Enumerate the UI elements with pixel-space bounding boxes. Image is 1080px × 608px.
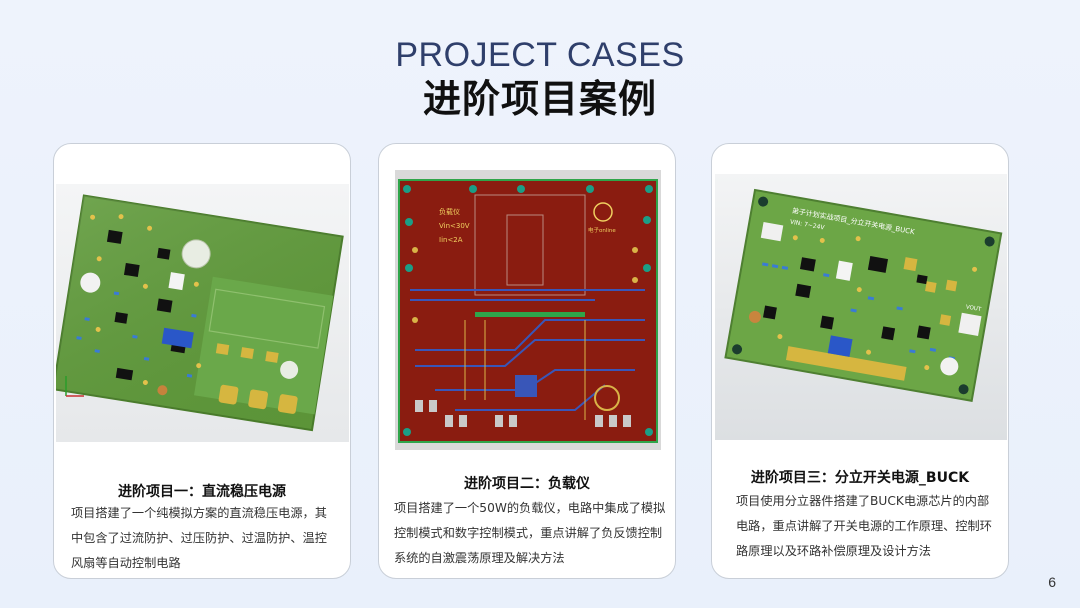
project-description: 项目搭建了一个50W的负载仪，电路中集成了模拟控制模式和数字控制模式，重点讲解了… [394, 501, 666, 565]
project-title: 进阶项目三：分立开关电源_BUCK [750, 470, 970, 486]
project-title: 进阶项目一：直流稳压电源 [118, 484, 286, 500]
project-card-3: 弟子计划实战项目_分立开关电源_BUCK VIN: 7~24V VOUT [711, 143, 1009, 579]
section-eyebrow: PROJECT CASES [395, 36, 685, 74]
project-title: 进阶项目二：负载仪 [464, 476, 590, 492]
pcb-image-3: 弟子计划实战项目_分立开关电源_BUCK VIN: 7~24V VOUT [715, 174, 1007, 440]
pcb-image-1 [56, 184, 349, 442]
board-vout-text: VOUT [965, 304, 982, 313]
slide-title: 进阶项目案例 [422, 77, 657, 121]
pcb-image-2: 负载仪 Vin<30V Iin<2A 电子online [395, 170, 661, 450]
board-logo-text: 电子online [588, 226, 616, 234]
slide-header: PROJECT CASES 进阶项目案例 [0, 34, 1080, 122]
project-description: 项目使用分立器件搭建了BUCK电源芯片的内部电路，重点讲解了开关电源的工作原理、… [736, 494, 992, 558]
project-card-1: 进阶项目一：直流稳压电源 项目搭建了一个纯模拟方案的直流稳压电源，其中包含了过流… [53, 143, 351, 579]
project-card-2: 负载仪 Vin<30V Iin<2A 电子online [378, 143, 676, 579]
board-text-1: 负载仪 [439, 207, 460, 216]
page-number: 6 [1048, 574, 1056, 590]
project-description: 项目搭建了一个纯模拟方案的直流稳压电源，其中包含了过流防护、过压防护、过温防护、… [71, 506, 327, 570]
board-text-2: Vin<30V [439, 222, 470, 230]
board-text-3: Iin<2A [439, 236, 463, 244]
